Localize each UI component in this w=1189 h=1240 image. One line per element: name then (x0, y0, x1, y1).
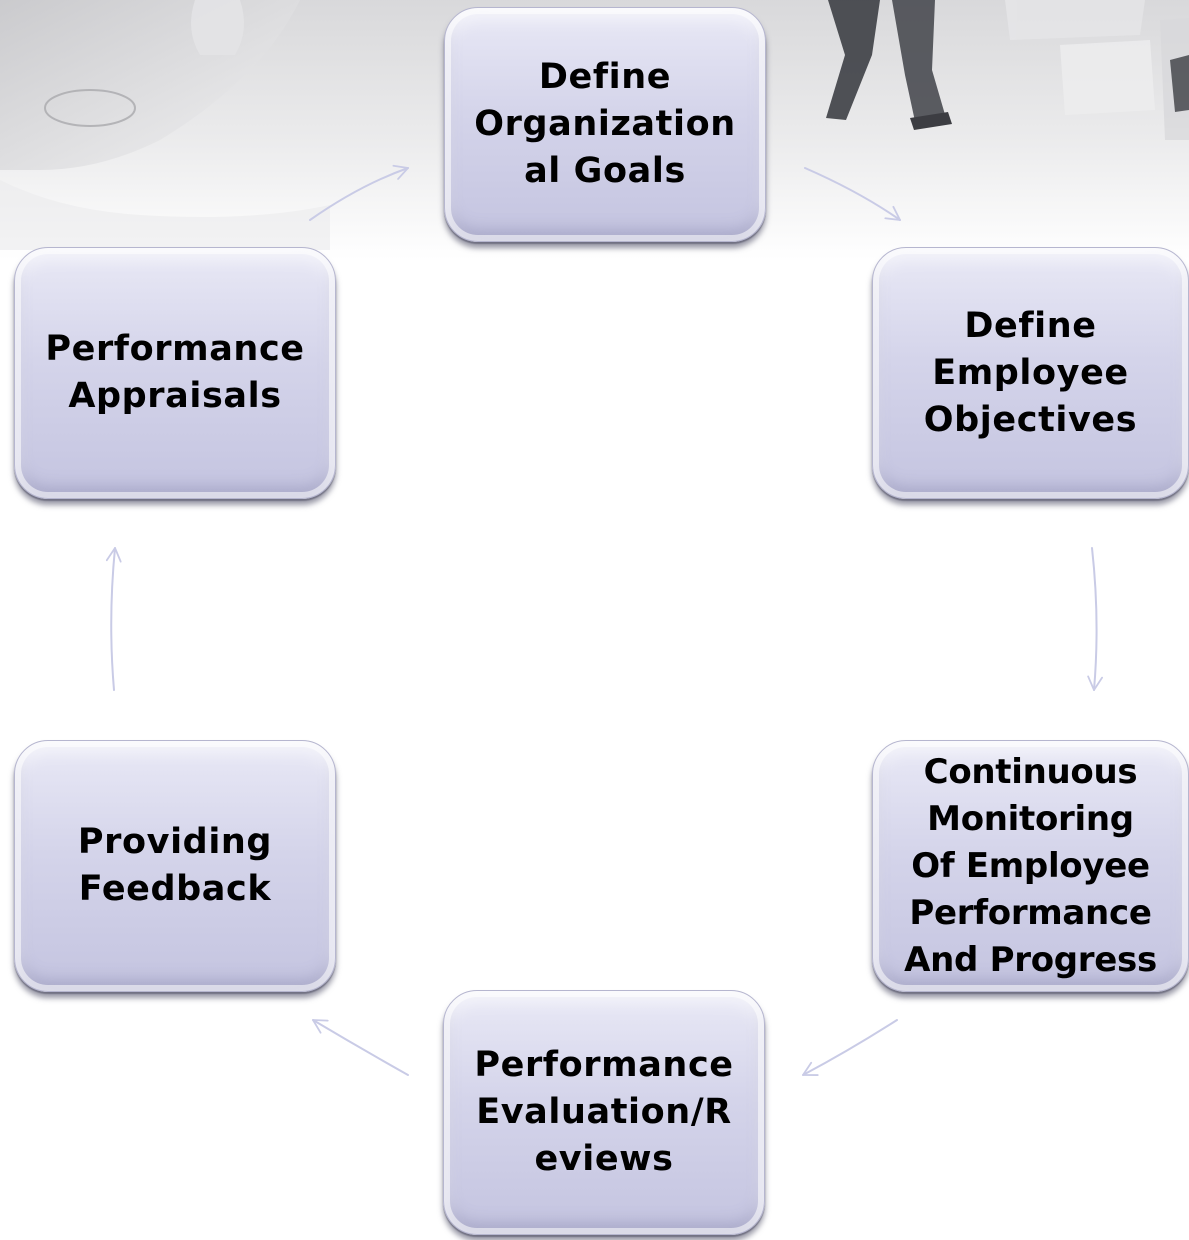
step-label: Performance Evaluation/R eviews (474, 1045, 734, 1179)
arrow-objectives-to-monitoring (1087, 547, 1103, 691)
blocks-right (1005, 0, 1189, 140)
step-define-org-goals: Define Organization al Goals (444, 7, 766, 242)
walking-figure (826, 0, 952, 130)
step-label: Providing Feedback (77, 822, 273, 909)
arrow-appraisals-to-goals (309, 164, 409, 221)
step-continuous-monitoring: Continuous Monitoring Of Employee Perfor… (872, 740, 1189, 992)
step-label: Define Employee Objectives (923, 305, 1138, 440)
step-define-employee-objectives: Define Employee Objectives (872, 247, 1189, 499)
step-label: Performance Appraisals (45, 329, 305, 416)
arrow-goals-to-objectives (804, 167, 901, 221)
step-providing-feedback: Providing Feedback (14, 740, 336, 992)
step-performance-evaluation: Performance Evaluation/R eviews (443, 990, 765, 1235)
arrow-monitoring-to-evaluation (802, 1019, 898, 1076)
puzzle-piece-top (191, 0, 244, 55)
step-label: Continuous Monitoring Of Employee Perfor… (904, 751, 1157, 980)
arrow-evaluation-to-feedback (312, 1019, 409, 1076)
step-performance-appraisals: Performance Appraisals (14, 247, 336, 499)
arrow-feedback-to-appraisals (105, 547, 122, 691)
step-label: Define Organization al Goals (474, 57, 736, 191)
